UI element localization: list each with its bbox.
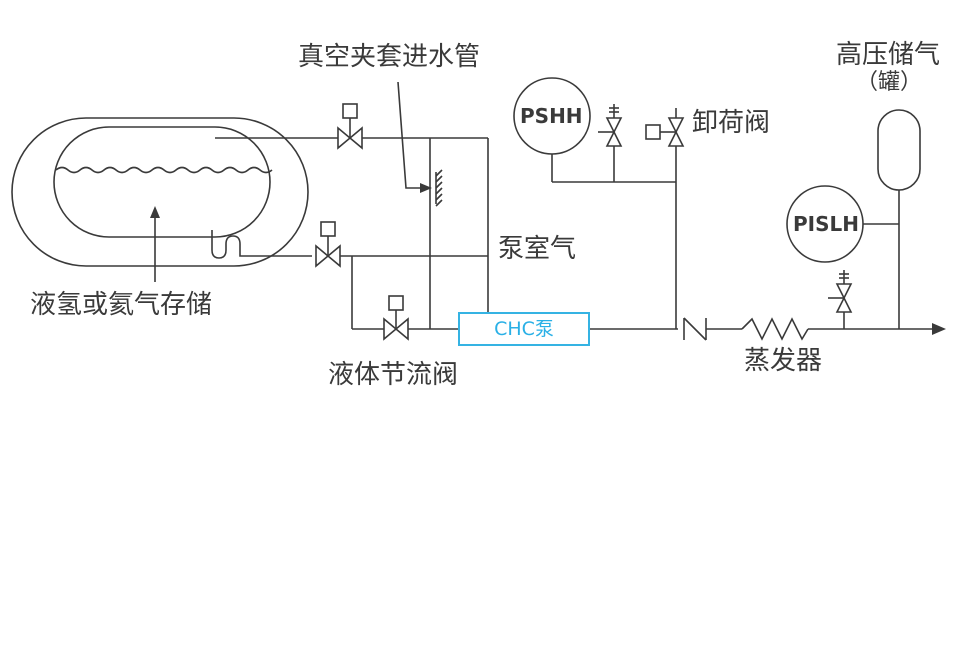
throttle-valve-actuator bbox=[388, 295, 404, 311]
tank-inner-vessel bbox=[53, 126, 271, 238]
liquid-u-bend bbox=[211, 230, 312, 259]
vapor-line bbox=[215, 103, 489, 329]
relief-valve-upper-triangle bbox=[605, 117, 623, 134]
throttle-valve-right-triangle bbox=[394, 317, 409, 341]
vapor-valve-left-triangle bbox=[337, 126, 352, 150]
evaporator-label: 蒸发器 bbox=[744, 346, 823, 376]
unloading-valve-label: 卸荷阀 bbox=[692, 108, 771, 138]
vapor-valve-right-triangle bbox=[348, 126, 363, 150]
pislh-label: PISLH bbox=[793, 212, 859, 236]
high-pressure-storage-sub-label: （罐） bbox=[856, 70, 923, 95]
liquid-valve-left-triangle bbox=[315, 244, 330, 268]
liquid-valve-actuator bbox=[320, 221, 336, 237]
vacuum-jacket bbox=[397, 81, 443, 329]
unloading-valve-actuator bbox=[645, 124, 661, 140]
outlet-arrowhead bbox=[932, 323, 946, 335]
throttle-valve-label: 液体节流阀 bbox=[328, 360, 459, 390]
liquid-level-wave bbox=[55, 166, 273, 174]
unloading-valve-upper-triangle bbox=[667, 117, 685, 134]
hp-relief-upper-triangle bbox=[835, 283, 853, 300]
vapor-valve-actuator bbox=[342, 103, 358, 119]
jacket-hatch-marks bbox=[435, 169, 443, 207]
unloading-valve-lower-triangle bbox=[667, 130, 685, 147]
tank-pointer-arrowhead bbox=[150, 206, 160, 218]
hp-storage-vessel bbox=[877, 109, 921, 191]
hp-relief-lower-triangle bbox=[835, 296, 853, 313]
pshh-manifold bbox=[513, 77, 685, 183]
high-pressure-section bbox=[786, 109, 921, 329]
high-pressure-storage-label: 高压储气 bbox=[836, 40, 941, 70]
check-valve-diagonal bbox=[683, 317, 707, 341]
storage-tank-label: 液氢或氦气存储 bbox=[30, 290, 213, 320]
throttle-valve-left-triangle bbox=[383, 317, 398, 341]
vacuum-jacket-inlet-label: 真空夹套进水管 bbox=[298, 42, 481, 72]
storage-tank bbox=[11, 117, 309, 282]
chc-pump-label: CHC泵 bbox=[494, 317, 554, 340]
liquid-line bbox=[211, 221, 488, 341]
evaporator-zigzag bbox=[741, 317, 809, 341]
relief-valve-lower-triangle bbox=[605, 130, 623, 147]
jacket-pointer-arrowhead bbox=[420, 183, 432, 193]
discharge-line bbox=[590, 138, 946, 341]
pump-vent-label: 泵室气 bbox=[498, 234, 577, 264]
liquid-valve-right-triangle bbox=[326, 244, 341, 268]
pshh-label: PSHH bbox=[520, 104, 583, 128]
chc-pump: CHC泵 bbox=[458, 312, 590, 346]
jacket-pointer-line bbox=[397, 81, 424, 189]
